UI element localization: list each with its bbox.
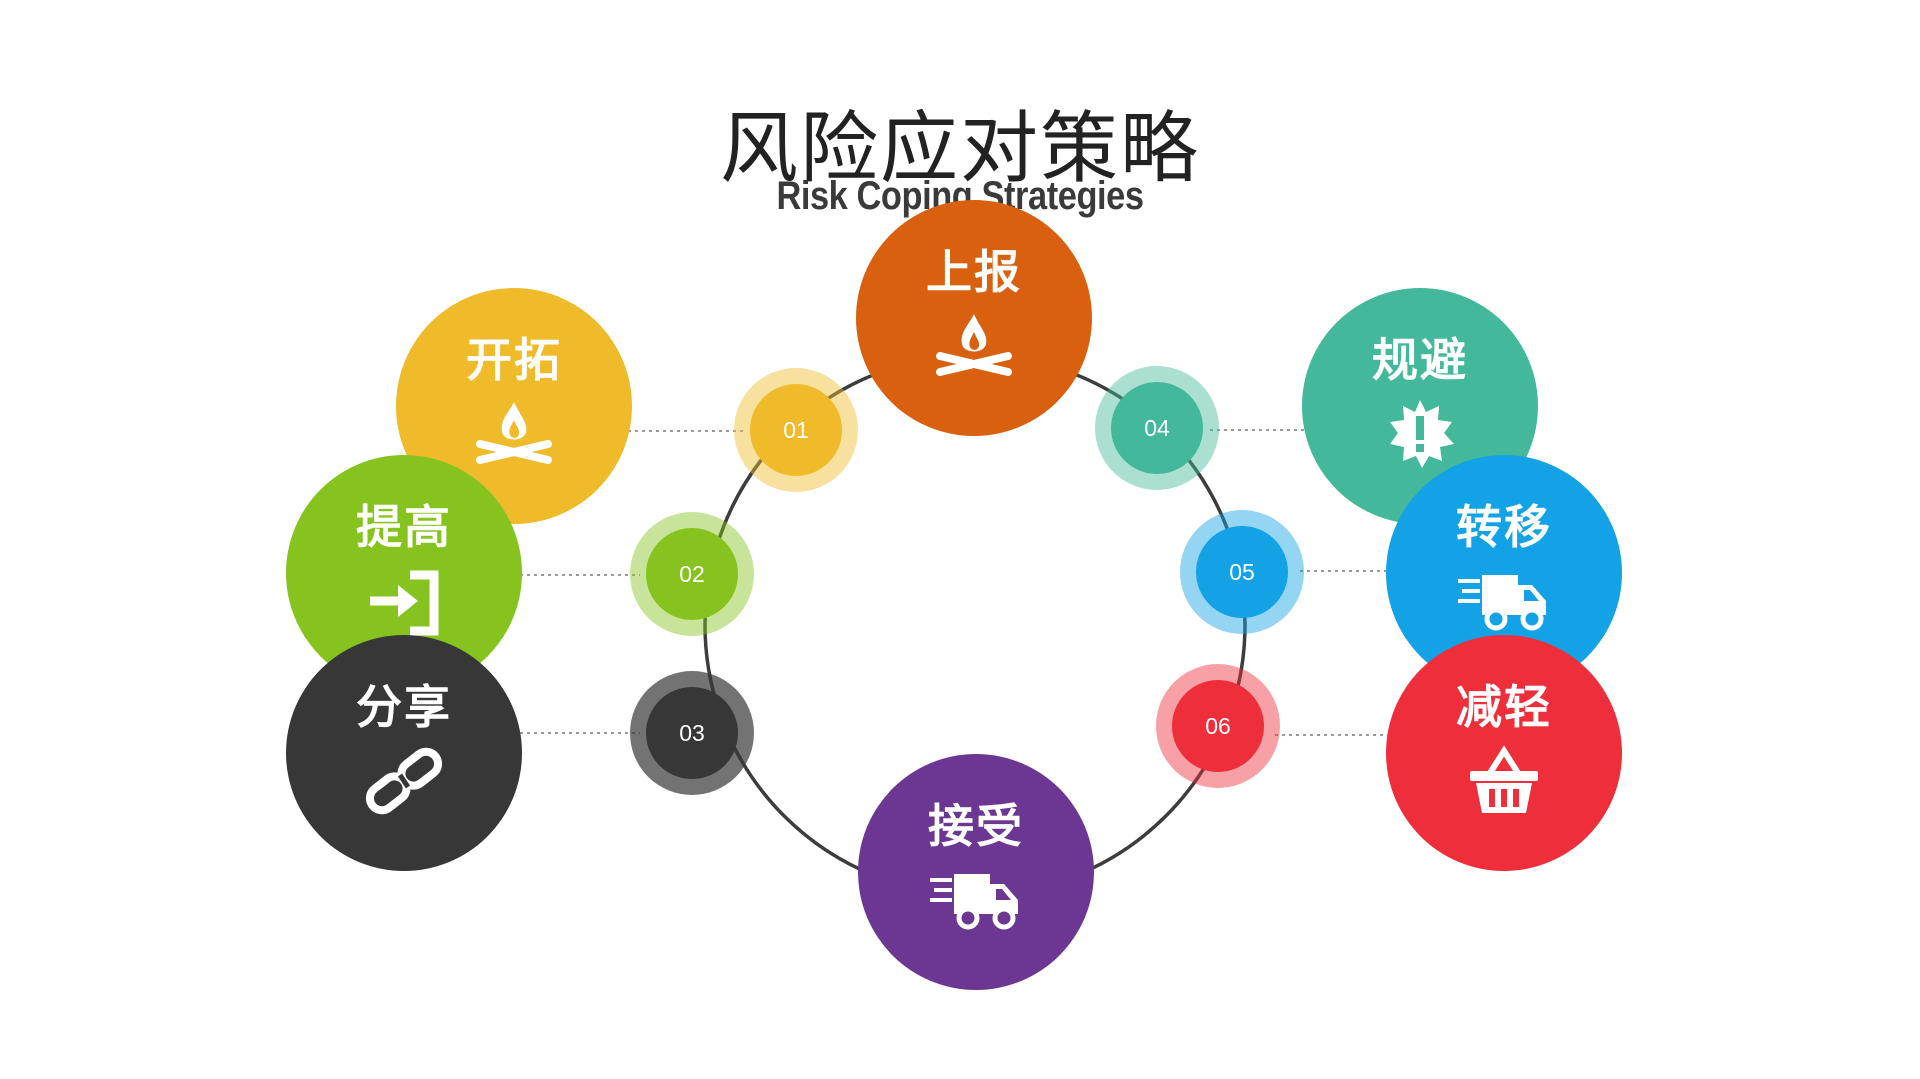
step-number-06: 06 [1172,680,1264,772]
step-number-01: 01 [750,384,842,476]
shopping-basket-icon [1456,745,1552,817]
step-number-02: 02 [646,528,738,620]
step-circle-01: 01 [734,368,858,492]
campfire-icon [926,310,1022,382]
strategy-label: 减轻 [1456,680,1552,734]
step-number-05: 05 [1196,526,1288,618]
strategy-label: 分享 [356,680,452,734]
step-number-03: 03 [646,687,738,779]
delivery-truck-icon [1456,565,1552,637]
delivery-truck-icon [928,864,1024,936]
strategy-label: 提高 [356,500,452,554]
step-circle-03: 03 [630,671,754,795]
step-circle-02: 02 [630,512,754,636]
strategy-label: 规避 [1372,333,1468,387]
strategy-label: 转移 [1456,500,1552,554]
strategy-label: 上报 [926,245,1022,299]
link-icon [356,745,452,817]
step-circle-05: 05 [1180,510,1304,634]
strategy-circle-explore: 开拓 [396,288,632,524]
sign-in-icon [356,565,452,637]
step-circle-04: 04 [1095,366,1219,490]
step-number-04: 04 [1111,382,1203,474]
strategy-label: 接受 [928,799,1024,853]
strategy-circle-report: 上报 [856,200,1092,436]
step-circle-06: 06 [1156,664,1280,788]
page-title: 风险应对策略 [719,104,1200,194]
strategy-label: 开拓 [466,333,562,387]
strategy-circle-mitigate: 减轻 [1386,635,1622,871]
strategy-circle-share: 分享 [286,635,522,871]
alert-badge-icon [1372,398,1468,470]
strategy-circle-accept: 接受 [858,754,1094,990]
campfire-icon [466,398,562,470]
